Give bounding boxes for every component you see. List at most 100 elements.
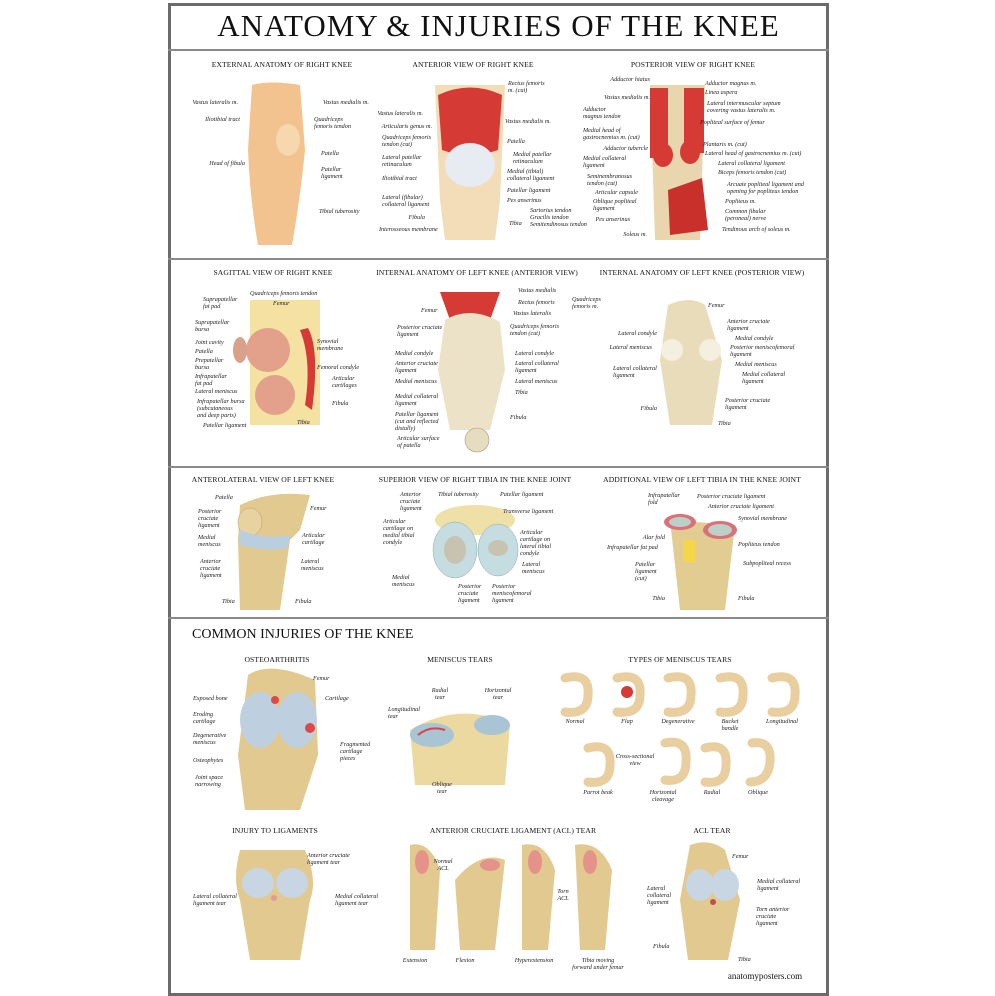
osteoarthritis-label: Osteophytes [193,757,224,764]
divider [168,466,829,468]
acl-tear-label: Torn anterior cruciate ligament [756,906,790,927]
ligament-injury-label: Lateral collateral ligament tear [193,893,237,907]
internal-anterior-panel-title: INTERNAL ANATOMY OF LEFT KNEE (ANTERIOR … [376,268,578,277]
osteoarthritis-label: Fragmented cartilage pieces [340,741,371,762]
superior-tibia-label: Posterior cruciate ligament [458,583,482,604]
internal-anterior-label: Vastus lateralis [513,310,551,317]
internal-posterior-label: Femur [708,302,725,309]
internal-anterior-label: Patellar ligament (cut and reflected dis… [395,411,439,432]
acl-tear-label: Tibia [738,956,751,963]
internal-anterior-label: Medial meniscus [395,378,437,385]
sagittal-label: Quadriceps femoris tendon [250,290,318,297]
sagittal-label: Fibula [332,400,349,407]
sagittal-label: Prepatellar bursa [195,357,224,371]
sagittal-label: Joint cavity [195,339,224,346]
internal-anterior-label: Rectus femoris [518,299,555,306]
internal-anterior-label: Fibula [510,414,527,421]
superior-tibia-panel-title: SUPERIOR VIEW OF RIGHT TIBIA IN THE KNEE… [378,475,572,484]
posterior-label: Articular capsule [594,189,638,196]
anterior-label: Interosseous membrane [379,226,438,233]
posterior-label: Medial head of gastrocnemius m. (cut) [583,127,640,141]
internal-posterior-label: Tibia [718,420,731,427]
types-meniscus-label: Horizontal cleavage [649,789,677,803]
internal-anterior-label: Lateral collateral ligament [515,360,559,374]
internal-posterior-label: Posterior meniscofemoral ligament [730,344,795,358]
posterior-label: Popliteal surface of femur [700,119,765,126]
types-meniscus-label: Normal [565,718,585,725]
posterior-label: Common fibular (peroneal) nerve [725,208,767,222]
internal-anterior-label: Articular surface of patella [397,435,440,449]
superior-tibia-label: Medial meniscus [392,574,415,588]
sagittal-label: Suprapatellar fat pad [203,296,238,310]
ligament-injury-label: Anterior cruciate ligament tear [307,852,350,866]
osteoarthritis-label: Exposed bone [193,695,228,702]
posterior-label: Adductor hiatus [610,76,650,83]
additional-tibia-label: Patellar ligament (cut) [635,561,657,582]
superior-tibia-label: Lateral meniscus [522,561,545,575]
osteoarthritis-illustration [238,668,318,810]
internal-anterior-label: Medial collateral ligament [395,393,439,407]
sagittal-knee-illustration [233,300,320,425]
divider [168,258,829,260]
section-title: COMMON INJURIES OF THE KNEE [192,627,414,642]
osteoarthritis-label: Joint space narrowing [195,774,224,788]
anterior-label: Rectus femoris m. (cut) [508,80,545,94]
additional-tibia-label: Infrapatellar fold [648,492,680,506]
additional-tibia-label: Synovial membrane [738,515,787,522]
superior-tibia-label: Patellar ligament [500,491,544,498]
anterior-label: Medial patellar retinaculum [513,151,552,165]
superior-tibia-label: Tibial tuberosity [438,491,479,498]
meniscus-tears-label: Horizontal tear [484,687,512,701]
acl-tear-panel-title: ACL TEAR [693,826,731,835]
anterior-label: Lateral patellar retinaculum [382,154,422,168]
additional-tibia-label: Tibia [652,595,665,602]
external-label: Head of fibula [209,160,245,167]
acl-tear-label: Fibula [653,943,670,950]
sagittal-label: Synovial membrane [317,338,344,352]
meniscus-tears-label: Oblique tear [432,781,452,795]
internal-anterior-label: Quadriceps femoris tendon (cut) [510,323,559,337]
superior-tibia-label: Transverse ligament [503,508,554,515]
sagittal-label: Lateral meniscus [195,388,238,395]
poster-title: ANATOMY & INJURIES OF THE KNEE [217,8,780,43]
sagittal-label: Femoral condyle [317,364,360,371]
acl-tear-series-label: Extension [402,957,428,964]
ligament-injury-label: Medial collateral ligament tear [335,893,379,907]
additional-tibia-label: Infrapatellar fat pad [607,544,658,551]
posterior-knee-illustration [650,85,708,240]
internal-posterior-illustration [660,300,722,425]
external-label: Vastus medialis m. [323,99,369,106]
acl-tear-illustration [680,842,740,960]
posterior-label: Seminembranosus tendon (cut) [587,173,633,187]
website-credit: anatomyposters.com [727,971,803,981]
superior-tibia-label: Anterior cruciate ligament [400,491,422,512]
external-label: Vastus lateralis m. [192,99,238,106]
anterior-label: Vastus lateralis m. [377,110,423,117]
osteoarthritis-label: Eroding cartilage [193,711,216,725]
meniscus-tears-panel-title: MENISCUS TEARS [427,655,493,664]
internal-anterior-label: Lateral meniscus [515,378,558,385]
posterior-label: Vastus medialis m. [604,94,650,101]
osteoarthritis-panel-title: OSTEOARTHRITIS [244,655,310,664]
posterior-label: Plantaris m. (cut) [703,141,747,148]
osteoarthritis-label: Degenerative meniscus [193,732,227,746]
internal-anterior-label: Lateral condyle [515,350,555,357]
meniscus-tears-label: Longitudinal tear [388,706,420,720]
internal-posterior-label: Medial condyle [735,335,774,342]
acl-tear-series-panel-title: ANTERIOR CRUCIATE LIGAMENT (ACL) TEAR [429,826,597,835]
internal-posterior-label: Anterior cruciate ligament [727,318,770,332]
sagittal-label: Infrapatellar fat pad [195,373,227,387]
anterolateral-label: Femur [310,505,327,512]
internal-anterior-label: Quadriceps femoris m. [572,296,601,310]
external-label: Patella [321,150,339,157]
acl-tear-series-illustration [410,844,612,950]
posterior-panel-title: POSTERIOR VIEW OF RIGHT KNEE [630,60,756,69]
posterior-label: Adductor magnus m. [705,80,757,87]
anterior-label: Medial (tibial) collateral ligament [507,168,555,182]
additional-tibia-label: Popliteus tendon [738,541,780,548]
anterior-label: Patellar ligament [507,187,551,194]
posterior-label: Tendinous arch of soleus m. [722,226,791,233]
acl-tear-series-label: Tibia moving forward under femur [572,957,624,971]
external-label: Patellar ligament [321,166,343,180]
